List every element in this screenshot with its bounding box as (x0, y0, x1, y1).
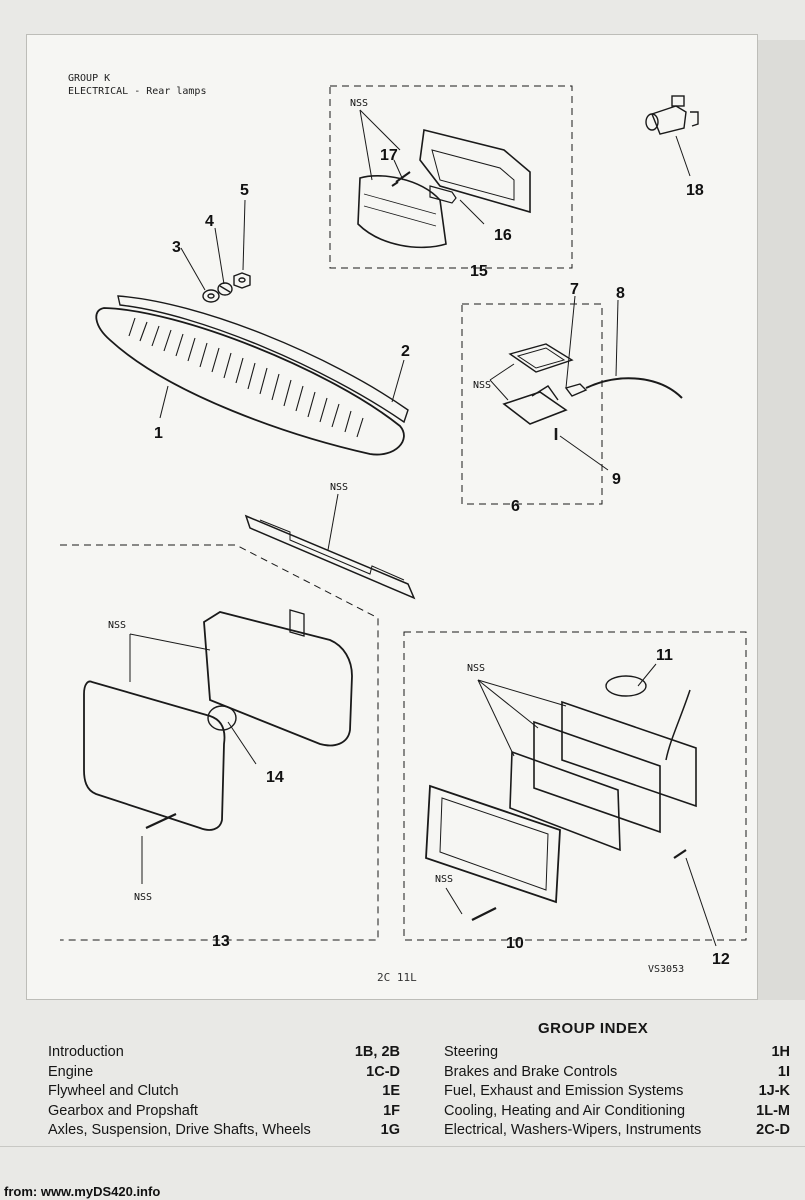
footer-divider (0, 1146, 805, 1147)
leader-lines (129, 109, 717, 947)
callout-16: 16 (494, 227, 512, 244)
section-title: ELECTRICAL - Rear lamps (68, 86, 207, 97)
nss-label-marker: NSS (350, 98, 368, 109)
callout-9: 9 (612, 471, 621, 488)
callout-11: 11 (656, 647, 673, 664)
licence-lamp-part-6 (502, 343, 683, 440)
nss-label-screw-13: NSS (134, 892, 152, 903)
seal-strip-part-2 (117, 295, 409, 424)
callout-2: 2 (401, 343, 410, 360)
group-header: GROUP K ELECTRICAL - Rear lamps (68, 72, 206, 98)
callout-18: 18 (686, 182, 704, 199)
group-box-6 (461, 303, 603, 505)
figure-note: 2C 11L (377, 971, 417, 984)
group-box-10 (403, 631, 747, 941)
rear-fog-lamp-part-10 (425, 675, 697, 921)
group-code: GROUP K (68, 73, 111, 84)
callout-12: 12 (712, 951, 730, 968)
callout-10: 10 (506, 935, 524, 952)
group-box-15 (329, 85, 573, 269)
fixing-washers-nut (202, 272, 251, 303)
rear-lamps-exploded-diagram: 1 2 3 4 5 6 7 8 9 10 11 12 13 14 15 16 1… (60, 85, 747, 968)
nss-label-reverse: NSS (108, 620, 126, 631)
callout-17: 17 (380, 147, 398, 164)
nss-label-screw-10: NSS (435, 874, 453, 885)
lamp-lens-part-1 (95, 307, 405, 456)
parts-sheet (26, 34, 758, 1000)
callout-14: 14 (266, 769, 284, 786)
callout-3: 3 (172, 239, 181, 256)
callout-6: 6 (511, 498, 520, 515)
callout-8: 8 (616, 285, 625, 302)
callout-1: 1 (154, 425, 163, 442)
nss-label-plate: NSS (330, 482, 348, 493)
callout-4: 4 (205, 213, 214, 230)
callout-7: 7 (570, 281, 579, 298)
bulb-holder-part-18 (645, 95, 699, 135)
group-index-title: GROUP INDEX (538, 1020, 649, 1037)
group-box-13 (60, 544, 379, 941)
nss-label-licence: NSS (473, 380, 491, 391)
reverse-lamp-part-13 (83, 609, 353, 831)
side-marker-lamp-part-15 (357, 129, 531, 249)
page-edge-shadow (756, 40, 805, 1000)
part-number-labels: 1 2 3 4 5 6 7 8 9 10 11 12 13 14 15 16 1… (108, 98, 730, 968)
callout-13: 13 (212, 933, 230, 950)
figure-reference: VS3053 (648, 964, 685, 975)
nss-label-fog: NSS (467, 663, 485, 674)
mounting-plate (244, 514, 416, 600)
callout-15: 15 (470, 263, 488, 280)
callout-5: 5 (240, 182, 249, 199)
source-footer: from: www.myDS420.info (4, 1184, 161, 1199)
